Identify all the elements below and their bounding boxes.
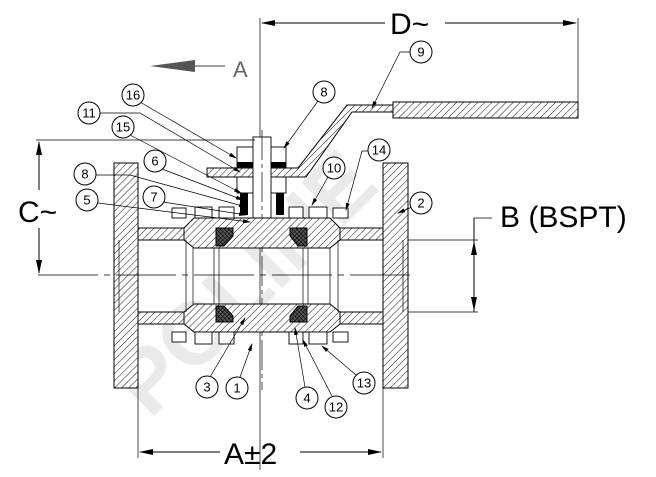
leader-lines xyxy=(96,51,413,397)
balloon-2: 2 xyxy=(409,191,433,215)
balloon-1: 1 xyxy=(225,376,249,400)
svg-text:16: 16 xyxy=(126,88,140,103)
dimension-b: B (BSPT) xyxy=(408,201,627,313)
svg-text:15: 15 xyxy=(116,120,130,135)
svg-text:2: 2 xyxy=(417,196,424,211)
svg-text:10: 10 xyxy=(327,161,341,176)
balloon-6: 6 xyxy=(143,149,167,173)
dimension-b-label: B (BSPT) xyxy=(500,201,627,234)
svg-text:8: 8 xyxy=(320,85,327,100)
svg-text:14: 14 xyxy=(372,143,386,158)
right-flange xyxy=(382,162,409,389)
view-arrow-icon xyxy=(150,60,195,72)
dimension-a-label: A±2 xyxy=(224,438,277,471)
svg-text:9: 9 xyxy=(417,45,424,60)
svg-text:13: 13 xyxy=(357,376,371,391)
balloon-15: 15 xyxy=(111,115,135,139)
svg-text:11: 11 xyxy=(82,106,96,121)
balloon-9: 9 xyxy=(409,40,433,64)
view-arrow-label: A xyxy=(233,57,248,82)
balloon-4: 4 xyxy=(295,386,319,410)
svg-text:4: 4 xyxy=(303,391,310,406)
balloon-5: 5 xyxy=(75,188,99,212)
svg-text:3: 3 xyxy=(203,380,210,395)
balloon-11: 11 xyxy=(77,101,101,125)
view-arrow-a: A xyxy=(150,57,248,82)
balloon-16: 16 xyxy=(121,83,145,107)
svg-text:5: 5 xyxy=(83,193,90,208)
handle xyxy=(206,101,579,178)
balloon-7: 7 xyxy=(142,185,166,209)
svg-text:7: 7 xyxy=(150,190,157,205)
dimension-a: A±2 xyxy=(137,388,384,471)
balloon-14: 14 xyxy=(367,138,391,162)
balloon-8-top: 8 xyxy=(312,80,336,104)
svg-text:12: 12 xyxy=(329,400,343,415)
dimension-c-label: C~ xyxy=(18,196,57,229)
balloon-12: 12 xyxy=(324,395,348,419)
svg-text:1: 1 xyxy=(233,381,240,396)
balloon-8-left: 8 xyxy=(73,162,97,186)
dimension-c: C~ xyxy=(18,139,255,274)
dimension-d: D~ xyxy=(259,8,579,470)
svg-text:6: 6 xyxy=(151,154,158,169)
svg-text:8: 8 xyxy=(81,167,88,182)
balloon-10: 10 xyxy=(322,156,346,180)
balloon-3: 3 xyxy=(195,375,219,399)
dimension-d-label: D~ xyxy=(390,8,429,41)
valve-body xyxy=(118,206,404,345)
left-flange xyxy=(113,162,139,389)
balloon-13: 13 xyxy=(352,371,376,395)
